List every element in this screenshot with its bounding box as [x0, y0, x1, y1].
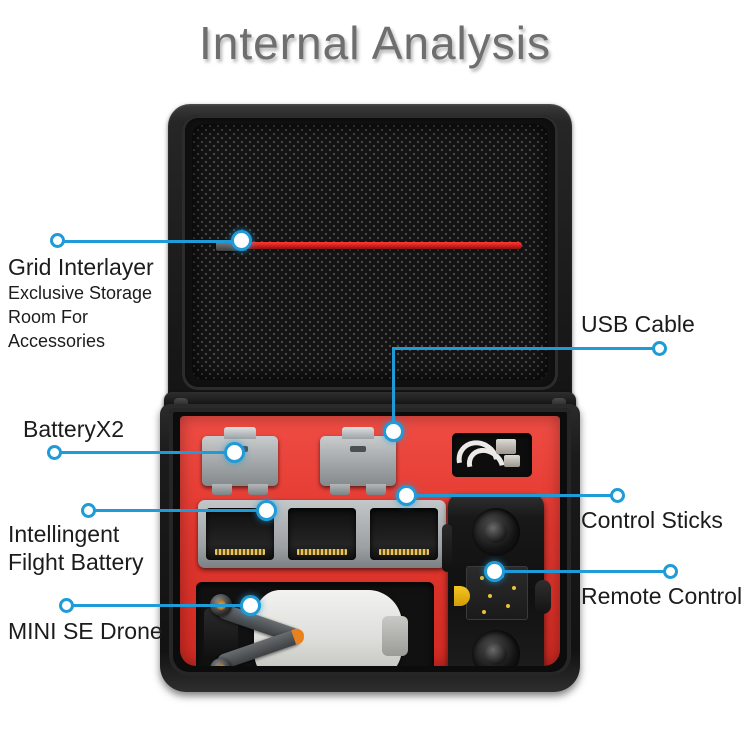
grid-interlayer-heading: Grid Interlayer — [8, 254, 154, 280]
control-sticks-leader-line — [410, 494, 618, 497]
hub-bay-3 — [370, 508, 438, 560]
intelligent-flight-battery-marker — [259, 503, 274, 518]
battery-x2-marker — [227, 445, 242, 460]
battery-charger-2 — [320, 427, 396, 495]
remote-control — [442, 494, 551, 666]
mini-se-drone-ring — [59, 598, 74, 613]
intelligent-flight-battery-ring — [81, 503, 96, 518]
eva-foam-insert — [180, 416, 560, 666]
page-title: Internal Analysis — [199, 17, 551, 69]
control-sticks-ring — [610, 488, 625, 503]
hub-bay-2 — [288, 508, 356, 560]
callout-intelligent-flight-battery: Intellingent Filght Battery — [8, 520, 144, 576]
rc-side-port — [442, 524, 452, 572]
intelligent-flight-battery-line-1: Intellingent — [8, 521, 120, 547]
zipper — [218, 242, 522, 249]
callout-grid-interlayer: Grid Interlayer Exclusive Storage Room F… — [8, 253, 154, 353]
grid-interlayer-sub-1: Exclusive Storage — [8, 283, 153, 303]
grid-interlayer-ring — [50, 233, 65, 248]
mini-se-drone-leader-line — [71, 604, 251, 607]
usb-cable-marker — [386, 424, 401, 439]
motor-rear-left — [210, 658, 232, 666]
remote-control-heading: Remote Control — [581, 583, 743, 609]
grid-interlayer-leader-line — [62, 240, 242, 243]
grid-interlayer-sub-3: Accessories — [8, 331, 106, 351]
usb-cable-ring — [652, 341, 667, 356]
battery-x2-leader-line — [59, 451, 235, 454]
remote-control-leader-line — [494, 570, 670, 573]
remote-control-ring — [663, 564, 678, 579]
grid-interlayer-marker — [234, 233, 249, 248]
remote-control-marker — [487, 564, 502, 579]
control-sticks-marker — [399, 488, 414, 503]
battery-x2-heading: BatteryX2 — [23, 416, 124, 442]
usb-cable-heading: USB Cable — [581, 311, 695, 337]
callout-usb-cable: USB Cable — [581, 310, 695, 338]
callout-remote-control: Remote Control — [581, 582, 742, 610]
rc-phone-clamp — [535, 580, 551, 614]
rc-yellow-accent — [454, 586, 470, 606]
callout-control-sticks: Control Sticks — [581, 506, 723, 534]
mini-se-drone-heading: MINI SE Drone — [8, 618, 163, 644]
usb-cable-leader-horizontal — [392, 347, 658, 350]
callout-mini-se-drone: MINI SE Drone — [8, 617, 163, 645]
rc-joystick-well-bottom — [472, 630, 520, 666]
drone-slot — [196, 582, 434, 666]
carrying-case — [160, 104, 580, 692]
usb-cable-leader-vertical — [392, 347, 395, 431]
zipper-pull-icon — [216, 240, 238, 251]
mini-se-drone-marker — [243, 598, 258, 613]
intelligent-flight-battery-line-2: Filght Battery — [8, 549, 144, 575]
intelligent-flight-battery-leader-line — [93, 509, 267, 512]
usb-cable-slot — [452, 433, 532, 477]
rc-joystick-well-top — [472, 508, 520, 556]
battery-charger-1 — [202, 427, 278, 495]
grid-interlayer-sub-2: Room For — [8, 307, 89, 327]
mesh-pocket — [192, 124, 548, 380]
case-lid — [168, 104, 572, 404]
case-base — [160, 404, 580, 692]
battery-x2-ring — [47, 445, 62, 460]
callout-battery-x2: BatteryX2 — [23, 415, 124, 443]
control-sticks-heading: Control Sticks — [581, 507, 723, 533]
